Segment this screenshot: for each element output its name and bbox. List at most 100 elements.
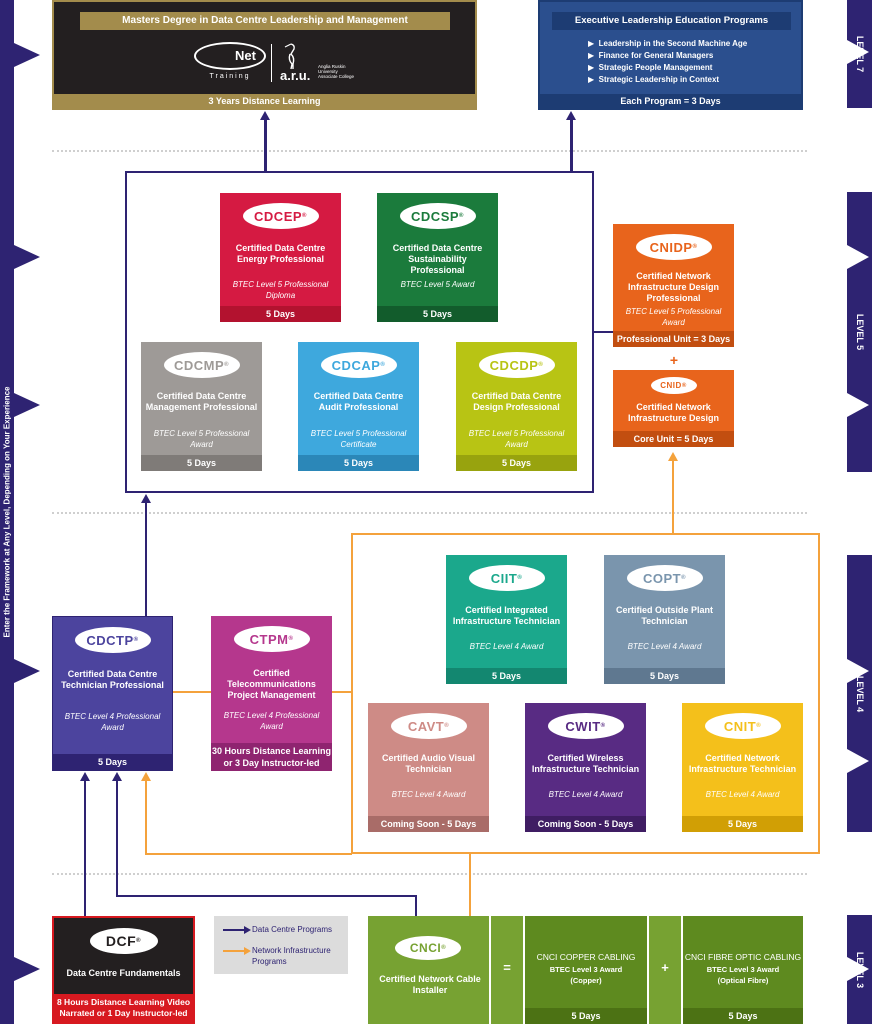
course-footer: 5 Days	[141, 455, 262, 471]
arrow-right-icon	[244, 926, 251, 934]
cdcdp-badge: CDCDP®	[478, 352, 555, 378]
course-footer: 8 Hours Distance Learning Video Narrated…	[54, 994, 193, 1022]
course-footer: 5 Days	[604, 668, 725, 684]
executive-item: ▶ Strategic Leadership in Context	[588, 75, 720, 84]
entry-arrow	[14, 43, 40, 67]
entry-arrow	[14, 659, 40, 683]
divider	[489, 916, 491, 1024]
connector-line	[116, 895, 417, 897]
cnit-badge: CNIT®	[704, 713, 781, 739]
legend-line-network	[223, 950, 247, 952]
course-footer: 5 Days	[220, 306, 341, 322]
connector-line	[415, 895, 417, 917]
level-notch	[847, 659, 869, 683]
arrow-up-icon	[260, 111, 270, 120]
cdctp-card[interactable]: CDCTP® Certified Data Centre Technician …	[52, 616, 173, 771]
executive-list: ▶ Leadership in the Second Machine Age ▶…	[588, 38, 747, 86]
course-footer: Coming Soon - 5 Days	[525, 816, 646, 832]
fibre-sub: (Optical Fibre)	[717, 976, 769, 985]
course-title: Data Centre Fundamentals	[66, 968, 181, 978]
executive-box[interactable]: Executive Leadership Education Programs …	[538, 0, 803, 110]
cdcep-badge: CDCEP®	[242, 203, 319, 229]
course-footer: Professional Unit = 3 Days	[613, 331, 734, 347]
masters-box[interactable]: Masters Degree in Data Centre Leadership…	[52, 0, 477, 110]
cnidp-badge: CNIDP®	[635, 234, 712, 260]
course-footer: 5 Days	[377, 306, 498, 322]
connector-line	[264, 120, 267, 172]
copt-card[interactable]: COPT® Certified Outside Plant Technician…	[604, 555, 725, 684]
cnidp-card[interactable]: CNIDP® Certified Network Infrastructure …	[613, 224, 734, 347]
level-notch	[847, 393, 869, 417]
connector-line	[570, 120, 573, 172]
course-title: Certified Wireless Infrastructure Techni…	[531, 753, 640, 774]
entry-arrow	[14, 393, 40, 417]
arrow-up-icon	[141, 772, 151, 781]
connector-line	[145, 780, 147, 854]
course-title: Certified Outside Plant Technician	[615, 605, 713, 626]
level-notch	[847, 40, 869, 64]
cnci-fibre-card[interactable]: CNCI FIBRE OPTIC CABLING BTEC Level 3 Aw…	[683, 916, 803, 1024]
course-title: Certified Telecommunications Project Man…	[227, 668, 316, 700]
course-footer: 5 Days	[298, 455, 419, 471]
executive-item: ▶ Strategic People Management	[588, 63, 713, 72]
arrow-right-icon	[244, 947, 251, 955]
connector-line	[84, 780, 86, 917]
course-title: Certified Network Infrastructure Design	[627, 402, 720, 423]
cnet-logo: Net	[194, 42, 266, 70]
logo-divider	[271, 44, 272, 82]
cnid-card[interactable]: CNID® Certified Network Infrastructure D…	[613, 370, 734, 447]
cnci-copper-card[interactable]: CNCI COPPER CABLING BTEC Level 3 Award (…	[525, 916, 647, 1024]
connector-line	[469, 853, 471, 917]
divider	[523, 916, 525, 1024]
fibre-title: CNCI FIBRE OPTIC CABLING	[684, 952, 802, 962]
ctpm-badge: CTPM®	[233, 626, 310, 652]
arrow-up-icon	[80, 772, 90, 781]
left-sidebar	[0, 0, 14, 1024]
course-btec: BTEC Level 5 Professional Diploma	[232, 280, 329, 300]
course-title: Certified Network Cable Installer	[379, 974, 481, 995]
cnci-group[interactable]: CNCI® Certified Network Cable Installer …	[368, 916, 803, 1024]
cnci-badge: CNCI®	[395, 936, 461, 960]
ctpm-card[interactable]: CTPM® Certified Telecommunications Proje…	[211, 616, 332, 771]
level-divider	[52, 150, 807, 152]
course-title: Certified Network Infrastructure Design …	[627, 271, 720, 303]
course-btec: BTEC Level 4 Award	[469, 642, 544, 651]
course-title: Certified Data Centre Energy Professiona…	[235, 243, 326, 264]
cnid-badge: CNID®	[650, 377, 697, 394]
cdcap-badge: CDCAP®	[320, 352, 397, 378]
legend-label: Network Infrastructure Programs	[252, 946, 331, 966]
ciit-card[interactable]: CIIT® Certified Integrated Infrastructur…	[446, 555, 567, 684]
dcf-card[interactable]: DCF® Data Centre Fundamentals 8 Hours Di…	[52, 916, 195, 1024]
course-footer: 5 Days	[53, 754, 172, 770]
connector-line	[116, 780, 118, 896]
divider	[647, 916, 649, 1024]
cdcap-card[interactable]: CDCAP® Certified Data Centre Audit Profe…	[298, 342, 419, 471]
level-notch	[847, 749, 869, 773]
aru-logo-sub: Anglia Ruskin University Associate Colle…	[318, 64, 355, 79]
course-footer: Core Unit = 5 Days	[613, 431, 734, 447]
legend-label: Data Centre Programs	[252, 925, 333, 934]
course-footer: Coming Soon - 5 Days	[368, 816, 489, 832]
cdcdp-card[interactable]: CDCDP® Certified Data Centre Design Prof…	[456, 342, 577, 471]
fibre-btec: BTEC Level 3 Award	[706, 965, 780, 974]
cnit-card[interactable]: CNIT® Certified Network Infrastructure T…	[682, 703, 803, 832]
arrow-up-icon	[668, 452, 678, 461]
connector-line	[332, 691, 352, 693]
legend: Data Centre Programs Network Infrastruct…	[214, 916, 348, 974]
arrow-up-icon	[141, 494, 151, 503]
cwit-card[interactable]: CWIT® Certified Wireless Infrastructure …	[525, 703, 646, 832]
course-title: Certified Data Centre Management Profess…	[145, 391, 258, 412]
cnet-logo-sub: Training	[209, 73, 251, 80]
cdcsp-card[interactable]: CDCSP® Certified Data Centre Sustainabil…	[377, 193, 498, 322]
course-footer: 30 Hours Distance Learning or 3 Day Inst…	[211, 743, 332, 771]
course-btec: BTEC Level 4 Award	[548, 790, 623, 799]
plus-sign: +	[669, 352, 679, 368]
cdcep-card[interactable]: CDCEP® Certified Data Centre Energy Prof…	[220, 193, 341, 322]
heron-icon	[282, 42, 298, 70]
course-btec: BTEC Level 5 Professional Certificate	[310, 429, 407, 449]
course-footer: 5 Days	[683, 1008, 803, 1024]
cavt-card[interactable]: CAVT® Certified Audio Visual Technician …	[368, 703, 489, 832]
course-btec: BTEC Level 4 Award	[705, 790, 780, 799]
cdcsp-badge: CDCSP®	[399, 203, 476, 229]
cdcmp-card[interactable]: CDCMP® Certified Data Centre Management …	[141, 342, 262, 471]
